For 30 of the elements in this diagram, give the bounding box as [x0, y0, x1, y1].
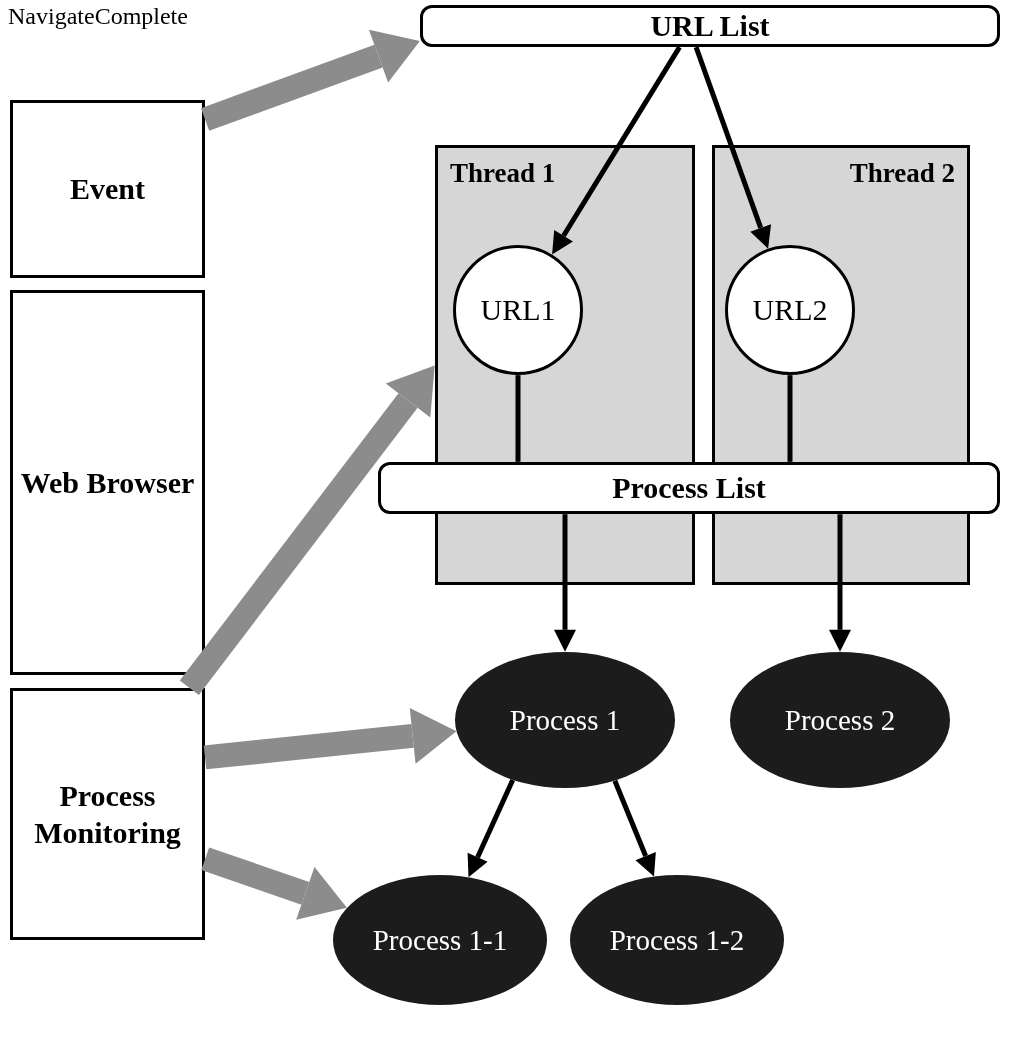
- thick-arrow: [201, 847, 347, 920]
- node-label: Process 2: [784, 705, 896, 735]
- node-label: Process 1: [509, 705, 621, 735]
- node-label: Web Browser: [20, 464, 195, 501]
- connector-line: [515, 375, 521, 462]
- thick-arrow: [203, 708, 457, 770]
- arrow: [467, 779, 515, 878]
- thick-arrow: [179, 365, 435, 696]
- node-label: Process 1-1: [372, 925, 508, 955]
- web-browser-box: [10, 290, 205, 675]
- node-label: URL2: [752, 295, 828, 325]
- arrow: [829, 514, 851, 652]
- node-label: Process 1-2: [609, 925, 745, 955]
- connector-line: [787, 375, 793, 462]
- arrow: [693, 46, 772, 249]
- node-label: Thread 1: [450, 160, 556, 187]
- arrow: [554, 514, 576, 652]
- node-label: URL List: [650, 11, 770, 41]
- thick-arrow: [200, 29, 420, 131]
- node-label: Event: [70, 171, 145, 208]
- node-label: Process Monitoring: [33, 777, 182, 851]
- event-box: [10, 100, 205, 278]
- node-label: Thread 2: [849, 160, 955, 187]
- node-label: Process List: [612, 473, 766, 503]
- process-monitoring-box: [10, 688, 205, 940]
- node-label: URL1: [480, 295, 556, 325]
- url-list-bar: [420, 5, 1000, 47]
- process-list-bar: [378, 462, 1000, 514]
- arrow: [552, 45, 682, 255]
- arrow: [612, 779, 656, 877]
